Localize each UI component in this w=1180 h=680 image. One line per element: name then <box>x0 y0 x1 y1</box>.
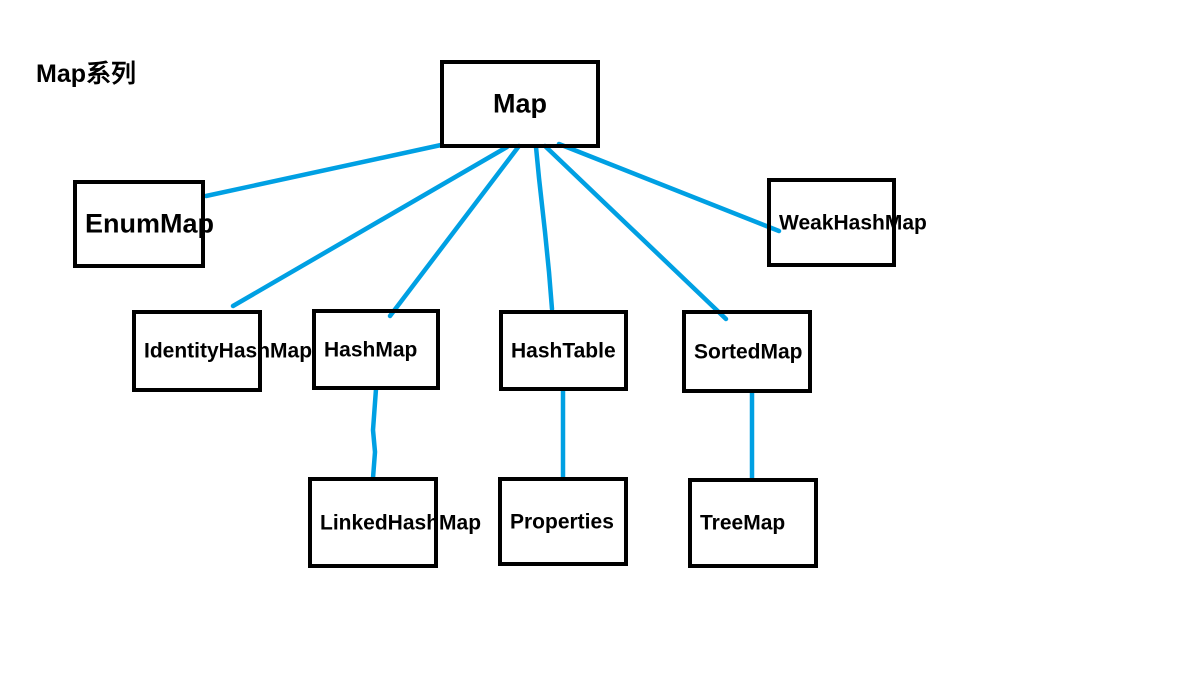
node-label-linkedhashmap: LinkedHashMap <box>320 511 482 534</box>
node-label-hashmap: HashMap <box>324 338 418 361</box>
edge-map-enummap <box>203 142 444 199</box>
edge-map-sortedmap <box>542 143 729 322</box>
edge-map-identityhashmap <box>230 144 510 309</box>
node-label-properties: Properties <box>510 510 614 533</box>
edge-map-hashmap <box>387 143 522 319</box>
edge-hashmap-linkedhashmap <box>370 386 379 481</box>
edge-map-hashtable <box>533 144 555 312</box>
node-label-sortedmap: SortedMap <box>694 340 803 363</box>
node-hashtable[interactable]: HashTable <box>499 310 628 391</box>
node-enummap[interactable]: EnumMap <box>73 180 214 268</box>
node-label-weakhashmap: WeakHashMap <box>779 211 927 234</box>
node-sortedmap[interactable]: SortedMap <box>682 310 812 393</box>
node-weakhashmap[interactable]: WeakHashMap <box>767 178 927 267</box>
node-identityhashmap[interactable]: IdentityHashMap <box>132 310 312 392</box>
node-label-hashtable: HashTable <box>511 339 616 362</box>
node-label-treemap: TreeMap <box>700 511 786 535</box>
node-label-map: Map <box>493 88 547 119</box>
node-label-identityhashmap: IdentityHashMap <box>144 339 313 363</box>
node-label-enummap: EnumMap <box>85 208 215 239</box>
page-title: Map系列 <box>36 60 137 88</box>
node-treemap[interactable]: TreeMap <box>688 478 818 568</box>
node-properties[interactable]: Properties <box>498 477 628 566</box>
edge-map-weakhashmap <box>556 141 782 234</box>
node-map[interactable]: Map <box>440 60 600 148</box>
node-hashmap[interactable]: HashMap <box>312 309 440 390</box>
node-linkedhashmap[interactable]: LinkedHashMap <box>308 477 481 568</box>
